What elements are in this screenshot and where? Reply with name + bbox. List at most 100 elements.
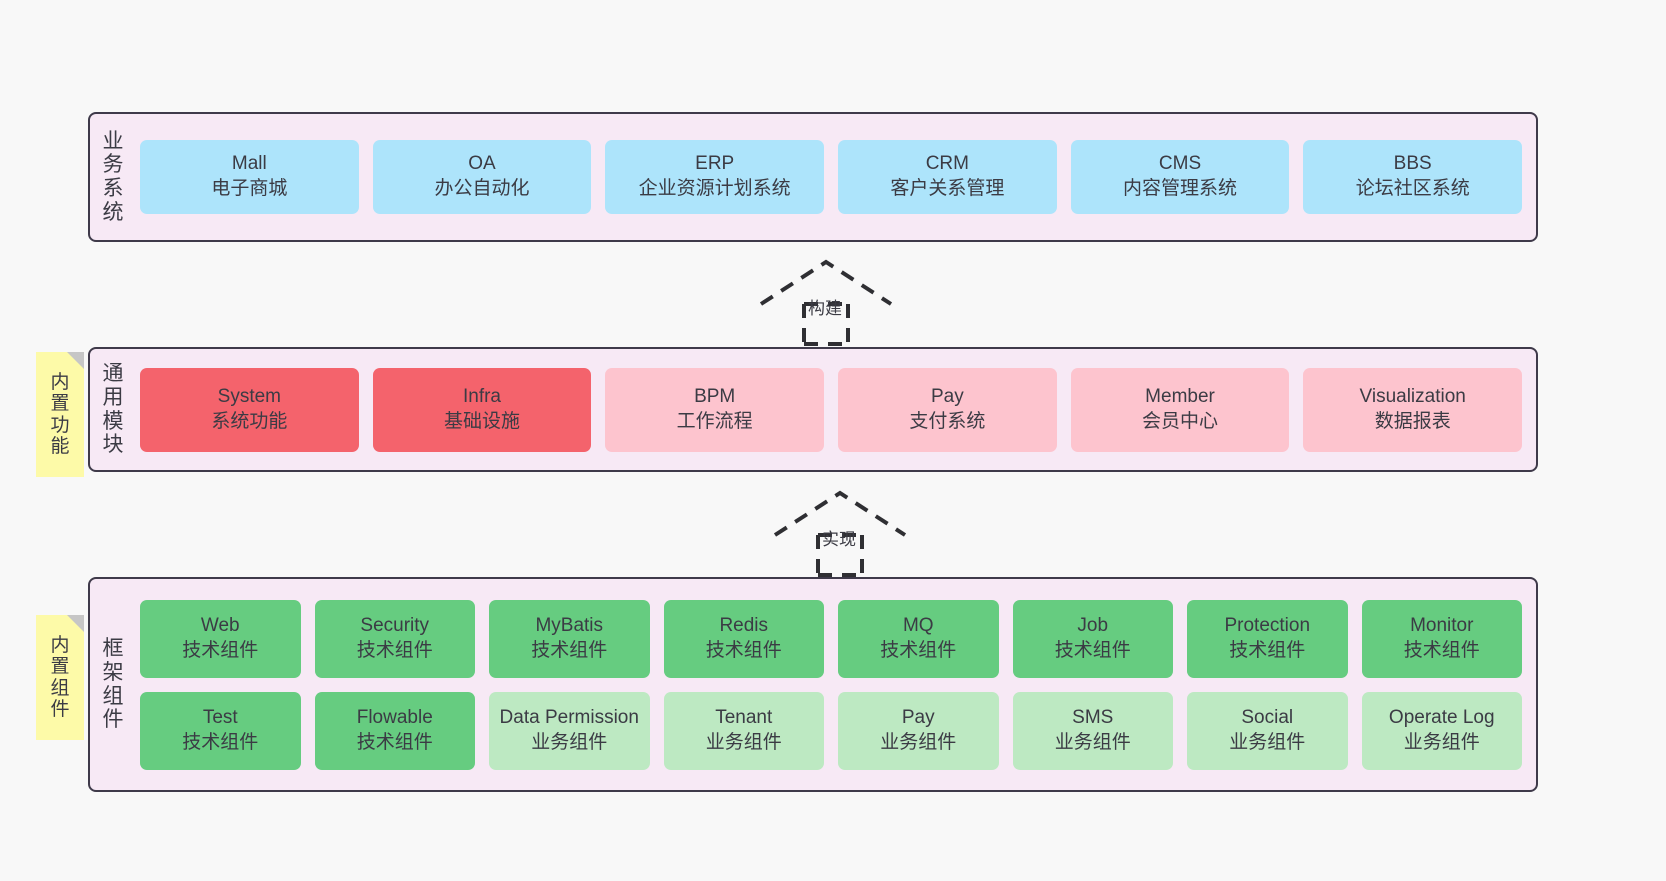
node-title: Visualization <box>1359 385 1466 407</box>
node-title: Operate Log <box>1388 706 1495 728</box>
node-title: Test <box>202 706 238 728</box>
node-subtitle: 系统功能 <box>211 410 288 432</box>
node-subtitle: 论坛社区系统 <box>1355 178 1470 199</box>
layer-business-system: 业 务 系 统 Mall 电子商城 OA 办公自动化 ERP 企业资源计划系统 … <box>88 112 1538 242</box>
node-protection[interactable]: Protection 技术组件 <box>1187 599 1348 678</box>
connector-implement: 实现 <box>770 487 920 577</box>
node-member[interactable]: Member 会员中心 <box>1070 367 1290 452</box>
node-mybatis[interactable]: MyBatis 技术组件 <box>489 599 650 678</box>
node-visualization[interactable]: Visualization 数据报表 <box>1303 367 1523 452</box>
node-title: MQ <box>902 614 934 636</box>
sticky-note-builtin-components: 内 置 组 件 <box>36 615 84 740</box>
node-crm[interactable]: CRM 客户关系管理 <box>838 140 1057 214</box>
framework-row-technical: Web 技术组件 Security 技术组件 MyBatis 技术组件 Redi… <box>140 599 1522 678</box>
node-title: CMS <box>1158 153 1202 175</box>
node-title: MyBatis <box>535 614 604 636</box>
node-subtitle: 技术组件 <box>880 639 957 661</box>
label-char: 块 <box>102 433 124 457</box>
node-title: Social <box>1241 706 1294 728</box>
node-flowable[interactable]: Flowable 技术组件 <box>314 691 475 770</box>
node-social[interactable]: Social 业务组件 <box>1187 691 1348 770</box>
common-module-nodes: System 系统功能 Infra 基础设施 BPM 工作流程 Pay 支付系统… <box>136 349 1536 470</box>
layer-label-framework-components: 框 架 组 件 <box>90 579 136 790</box>
node-cms[interactable]: CMS 内容管理系统 <box>1070 140 1290 214</box>
label-char: 统 <box>102 200 124 224</box>
sticky-char: 置 <box>50 393 70 415</box>
label-char: 组 <box>102 684 124 708</box>
node-title: Protection <box>1224 614 1311 636</box>
node-title: Redis <box>719 614 769 636</box>
node-erp[interactable]: ERP 企业资源计划系统 <box>605 140 825 214</box>
label-char: 业 <box>102 129 124 153</box>
node-subtitle: 业务组件 <box>705 731 782 753</box>
node-tenant[interactable]: Tenant 业务组件 <box>663 691 824 770</box>
node-monitor[interactable]: Monitor 技术组件 <box>1361 599 1522 678</box>
layer-label-business-system: 业 务 系 统 <box>90 114 136 240</box>
node-infra[interactable]: Infra 基础设施 <box>372 367 592 452</box>
connector-build-label: 构建 <box>808 299 842 318</box>
node-bbs[interactable]: BBS 论坛社区系统 <box>1303 140 1523 214</box>
node-mq[interactable]: MQ 技术组件 <box>838 599 999 678</box>
node-title: ERP <box>695 153 735 175</box>
node-subtitle: 支付系统 <box>909 410 986 432</box>
node-subtitle: 技术组件 <box>531 639 608 661</box>
node-title: Tenant <box>715 706 773 728</box>
node-subtitle: 技术组件 <box>1403 639 1480 661</box>
node-subtitle: 业务组件 <box>1403 731 1480 753</box>
sticky-fold-icon <box>67 615 84 632</box>
node-system[interactable]: System 系统功能 <box>140 367 359 452</box>
node-subtitle: 内容管理系统 <box>1123 178 1238 199</box>
node-title: Job <box>1077 614 1109 636</box>
node-redis[interactable]: Redis 技术组件 <box>663 599 824 678</box>
node-pay-module[interactable]: Pay 支付系统 <box>838 367 1057 452</box>
node-title: OA <box>468 153 496 175</box>
node-subtitle: 工作流程 <box>676 410 753 432</box>
framework-row-business: Test 技术组件 Flowable 技术组件 Data Permission … <box>140 691 1522 770</box>
sticky-note-builtin-features: 内 置 功 能 <box>36 352 84 477</box>
node-subtitle: 企业资源计划系统 <box>638 178 791 199</box>
node-title: BBS <box>1393 153 1432 175</box>
node-subtitle: 技术组件 <box>356 731 433 753</box>
connector-implement-shape <box>773 490 907 577</box>
node-oa[interactable]: OA 办公自动化 <box>372 140 592 214</box>
node-test[interactable]: Test 技术组件 <box>140 691 301 770</box>
label-char: 框 <box>102 637 124 661</box>
node-title: Security <box>360 614 430 636</box>
sticky-char: 件 <box>50 698 70 720</box>
layer-framework-components: 框 架 组 件 Web 技术组件 Security 技术组件 MyBatis 技… <box>88 577 1538 792</box>
node-title: System <box>217 385 282 407</box>
node-subtitle: 客户关系管理 <box>890 178 1005 199</box>
business-system-nodes: Mall 电子商城 OA 办公自动化 ERP 企业资源计划系统 CRM 客户关系… <box>136 114 1536 240</box>
node-pay-component[interactable]: Pay 业务组件 <box>838 691 999 770</box>
node-subtitle: 技术组件 <box>182 639 259 661</box>
node-security[interactable]: Security 技术组件 <box>314 599 475 678</box>
node-job[interactable]: Job 技术组件 <box>1012 599 1173 678</box>
sticky-char: 内 <box>50 634 70 656</box>
node-sms[interactable]: SMS 业务组件 <box>1012 691 1173 770</box>
node-subtitle: 技术组件 <box>356 639 433 661</box>
node-bpm[interactable]: BPM 工作流程 <box>605 367 825 452</box>
node-subtitle: 业务组件 <box>1229 731 1306 753</box>
node-subtitle: 电子商城 <box>211 178 288 199</box>
layer-common-module: 通 用 模 块 System 系统功能 Infra 基础设施 BPM 工作流程 … <box>88 347 1538 472</box>
sticky-char: 置 <box>50 656 70 678</box>
sticky-char: 能 <box>50 435 70 457</box>
node-title: Web <box>200 614 240 636</box>
node-mall[interactable]: Mall 电子商城 <box>140 140 359 214</box>
node-subtitle: 技术组件 <box>1054 639 1131 661</box>
label-char: 模 <box>102 409 124 433</box>
node-title: Data Permission <box>499 706 639 728</box>
node-operate-log[interactable]: Operate Log 业务组件 <box>1361 691 1522 770</box>
connector-build-shape <box>759 259 893 346</box>
node-subtitle: 业务组件 <box>880 731 957 753</box>
node-subtitle: 基础设施 <box>444 410 521 432</box>
label-char: 件 <box>102 708 124 732</box>
node-data-permission[interactable]: Data Permission 业务组件 <box>489 691 650 770</box>
layer-label-common-module: 通 用 模 块 <box>90 349 136 470</box>
node-subtitle: 会员中心 <box>1142 410 1219 432</box>
label-char: 用 <box>102 385 124 409</box>
label-char: 务 <box>102 153 124 177</box>
node-title: Mall <box>231 153 267 175</box>
node-web[interactable]: Web 技术组件 <box>140 599 301 678</box>
node-subtitle: 业务组件 <box>1054 731 1131 753</box>
